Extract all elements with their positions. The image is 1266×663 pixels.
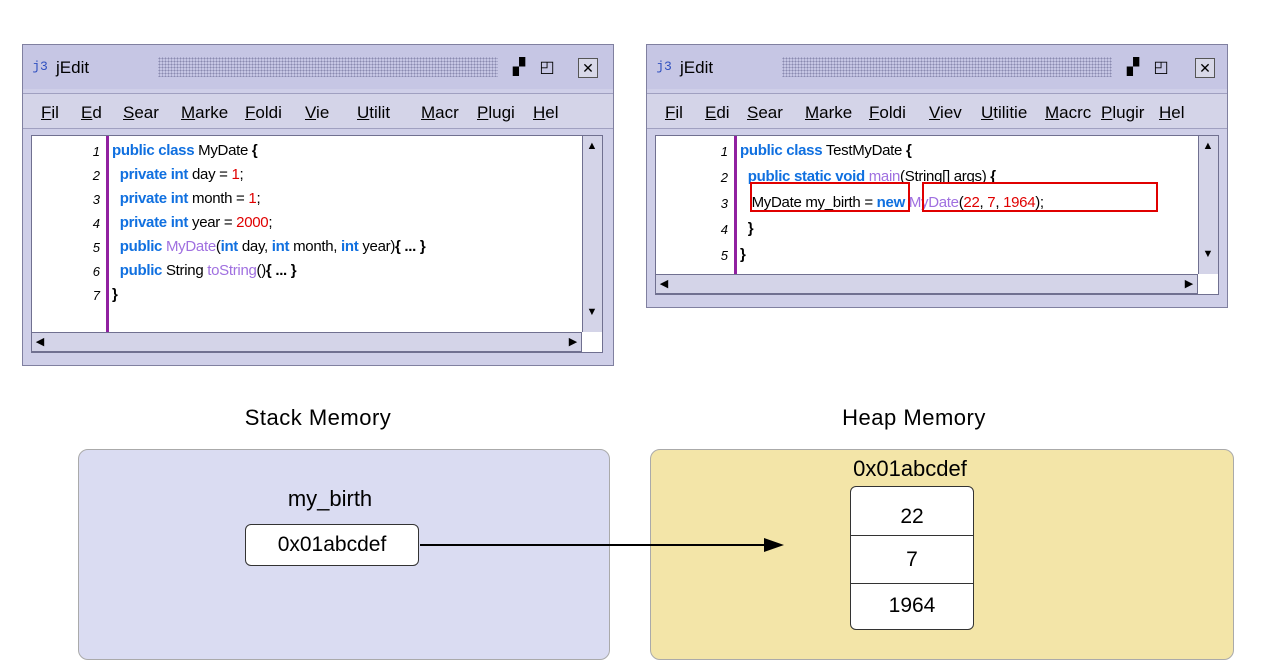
line-number: 1 — [92, 144, 100, 159]
line-number: 4 — [92, 216, 100, 231]
horizontal-scrollbar[interactable]: ◀ ▶ — [32, 332, 582, 352]
menu-item-5[interactable]: Viev — [929, 103, 962, 122]
menu-item-0[interactable]: Fil — [41, 103, 59, 122]
code-line: MyDate my_birth = new MyDate(22, 7, 1964… — [740, 194, 1045, 211]
field-day: 22 — [900, 505, 924, 528]
menu-item-3[interactable]: Marke — [181, 103, 229, 122]
line-number: 3 — [720, 196, 728, 211]
menu-item-4[interactable]: Foldi — [869, 103, 906, 122]
field-year: 1964 — [851, 583, 973, 631]
menu-bar: Fil Edi Sear Marke Foldi Viev Utilitie Macrc Plu… — [647, 93, 1227, 129]
scroll-up-icon[interactable]: ▲ — [586, 140, 598, 152]
minimize-icon[interactable]: ▞ — [512, 59, 526, 76]
heap-object-box: 22 7 1964 — [850, 486, 974, 630]
scroll-left-icon[interactable]: ◀ — [659, 278, 669, 290]
code-line: } — [740, 220, 754, 237]
jedit-logo-icon: j3 — [656, 59, 672, 74]
close-icon[interactable]: ✕ — [1195, 58, 1215, 78]
stack-memory-title: Stack Memory — [244, 405, 392, 430]
menu-item-2[interactable]: Sear — [747, 103, 783, 122]
menu-item-1[interactable]: Ed — [81, 103, 102, 122]
window-title: jEdit — [56, 58, 90, 77]
menu-item-8[interactable]: Plugi — [477, 103, 515, 122]
line-number: 4 — [720, 222, 728, 237]
scroll-right-icon[interactable]: ▶ — [568, 336, 578, 348]
line-number: 3 — [92, 192, 100, 207]
horizontal-scrollbar[interactable]: ◀ ▶ — [656, 274, 1198, 294]
code-line: public class MyDate { — [112, 142, 258, 159]
line-number: 5 — [92, 240, 100, 255]
code-editor[interactable]: 1 public class TestMyDate { 2 public stati… — [655, 135, 1219, 295]
code-line: public String toString(){ ... } — [112, 262, 297, 279]
gutter-divider — [106, 136, 109, 332]
menu-item-1[interactable]: Edi — [705, 103, 730, 122]
jedit-window-mydate: j3 jEdit ▞ ◰ ✕ Fil Ed Sear Marke Foldi Vie Uti… — [22, 44, 614, 366]
code-line: } — [740, 246, 746, 263]
menu-item-7[interactable]: Macrc — [1045, 103, 1092, 122]
code-line: } — [112, 286, 118, 303]
heap-memory-title: Heap Memory — [842, 405, 986, 430]
window-title: jEdit — [680, 58, 714, 77]
menu-item-0[interactable]: Fil — [665, 103, 683, 122]
scroll-down-icon[interactable]: ▼ — [586, 306, 598, 318]
menu-item-6[interactable]: Utilitie — [981, 103, 1028, 122]
vertical-scrollbar[interactable]: ▲ ▼ — [582, 136, 602, 332]
menu-item-4[interactable]: Foldi — [245, 103, 282, 122]
menu-item-7[interactable]: Macr — [421, 103, 459, 122]
vertical-scrollbar[interactable]: ▲ ▼ — [1198, 136, 1218, 274]
title-grip — [158, 57, 498, 77]
line-number: 2 — [720, 170, 728, 185]
field-month: 7 — [851, 535, 973, 583]
constructor-highlight — [922, 182, 1158, 212]
gutter-divider — [734, 136, 737, 274]
code-line: private int year = 2000; — [112, 214, 273, 231]
line-number: 6 — [92, 264, 100, 279]
scroll-left-icon[interactable]: ◀ — [35, 336, 45, 348]
maximize-icon[interactable]: ◰ — [1153, 59, 1169, 76]
code-line: private int day = 1; — [112, 166, 244, 183]
scroll-up-icon[interactable]: ▲ — [1202, 140, 1214, 152]
code-line: public MyDate(int day, int month, int ye… — [112, 238, 426, 255]
minimize-icon[interactable]: ▞ — [1126, 59, 1140, 76]
jedit-window-testmydate: j3 jEdit ▞ ◰ ✕ Fil Edi Sear Marke Foldi Viev U… — [646, 44, 1228, 308]
close-icon[interactable]: ✕ — [578, 58, 598, 78]
line-number: 7 — [92, 288, 100, 303]
title-grip — [782, 57, 1112, 77]
code-line: public static void main(String[] args) { — [740, 168, 996, 185]
menu-bar: Fil Ed Sear Marke Foldi Vie Utilit Macr Plugi Hel — [23, 93, 613, 129]
reference-value-box: 0x01abcdef — [245, 524, 419, 566]
scroll-right-icon[interactable]: ▶ — [1184, 278, 1194, 290]
scroll-down-icon[interactable]: ▼ — [1202, 248, 1214, 260]
title-bar[interactable]: j3 jEdit ▞ ◰ ✕ — [647, 45, 1227, 89]
menu-item-9[interactable]: Hel — [1159, 103, 1185, 122]
menu-item-8[interactable]: Plugir — [1101, 103, 1145, 122]
title-bar[interactable]: j3 jEdit ▞ ◰ ✕ — [23, 45, 613, 89]
line-number: 5 — [720, 248, 728, 263]
code-line: public class TestMyDate { — [740, 142, 912, 159]
declaration-highlight — [750, 182, 910, 212]
line-number: 2 — [92, 168, 100, 183]
maximize-icon[interactable]: ◰ — [539, 59, 555, 76]
menu-item-9[interactable]: Hel — [533, 103, 559, 122]
code-editor[interactable]: 1 public class MyDate { 2 private int day … — [31, 135, 603, 353]
line-number: 1 — [720, 144, 728, 159]
menu-item-5[interactable]: Vie — [305, 103, 330, 122]
code-line: private int month = 1; — [112, 190, 261, 207]
heap-address-label: 0x01abcdef — [853, 456, 967, 481]
menu-item-2[interactable]: Sear — [123, 103, 159, 122]
jedit-logo-icon: j3 — [32, 59, 48, 74]
variable-name: my_birth — [287, 486, 373, 511]
menu-item-3[interactable]: Marke — [805, 103, 853, 122]
menu-item-6[interactable]: Utilit — [357, 103, 391, 122]
